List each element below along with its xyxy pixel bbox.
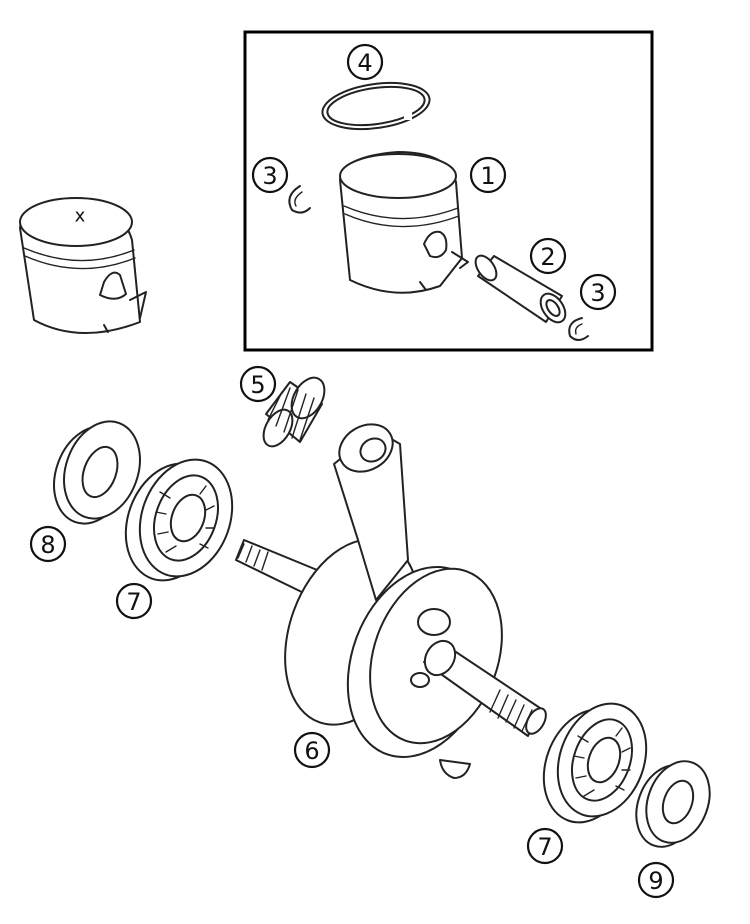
callout-circlip-left: 3 — [251, 156, 289, 194]
svg-text:3: 3 — [262, 162, 277, 190]
svg-text:9: 9 — [648, 867, 663, 895]
svg-text:7: 7 — [537, 833, 552, 861]
svg-text:4: 4 — [357, 49, 372, 77]
needle-bearing — [262, 376, 326, 448]
circlip-right — [568, 317, 589, 341]
piston-kit-frame — [243, 30, 654, 352]
shaft-seal-left — [53, 420, 141, 525]
reference-piston: x — [19, 197, 147, 334]
main-bearing-left — [124, 458, 234, 582]
shaft-seal-right — [635, 760, 711, 848]
svg-text:1: 1 — [480, 162, 495, 190]
callout-main-bearing-right: 7 — [526, 827, 564, 865]
piston-ring — [321, 81, 431, 131]
svg-text:8: 8 — [40, 531, 55, 559]
callout-needle-bearing: 5 — [239, 365, 277, 403]
callout-piston-pin: 2 — [529, 237, 567, 275]
main-bearing-right — [542, 702, 648, 824]
callout-piston: 1 — [469, 156, 507, 194]
circlip-left — [288, 185, 311, 214]
svg-text:5: 5 — [250, 371, 265, 399]
svg-text:6: 6 — [304, 737, 319, 765]
svg-text:7: 7 — [126, 588, 141, 616]
callout-shaft-seal-left: 8 — [29, 525, 67, 563]
callout-crankshaft: 6 — [293, 731, 331, 769]
piston-marking: x — [75, 206, 86, 227]
svg-text:3: 3 — [590, 279, 605, 307]
piston-pin — [474, 254, 567, 324]
piston — [339, 151, 469, 294]
callout-shaft-seal-right: 9 — [637, 861, 675, 899]
callout-piston-ring: 4 — [346, 43, 384, 81]
svg-text:2: 2 — [540, 243, 555, 271]
callout-circlip-right: 3 — [579, 273, 617, 311]
callout-main-bearing-left: 7 — [115, 582, 153, 620]
crankshaft — [235, 423, 547, 779]
